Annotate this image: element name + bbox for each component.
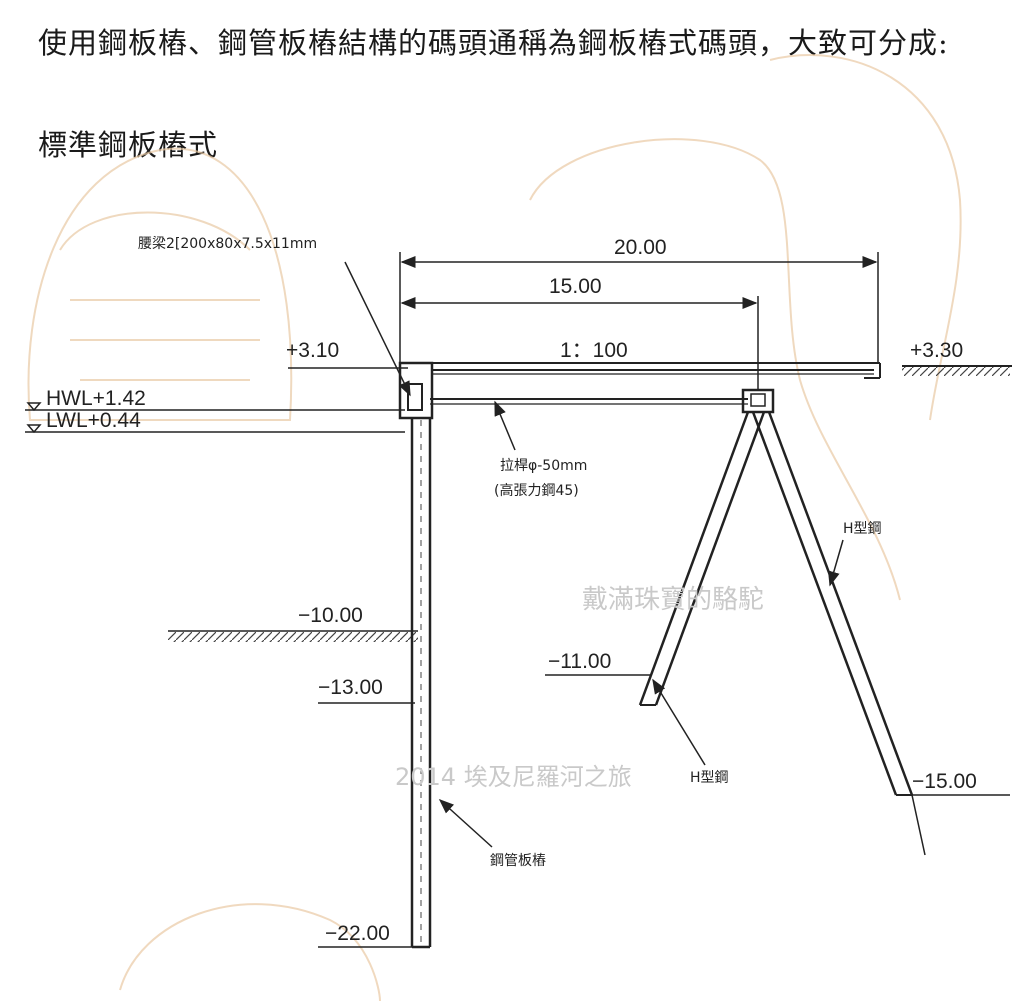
level-top-left: +3.10 (286, 339, 339, 362)
dim-slope: 1：100 (560, 339, 628, 362)
dim-span-anchor: 15.00 (549, 275, 602, 298)
label-h-steel-upper: H型鋼 (843, 521, 882, 537)
label-waler: 腰梁2[200x80x7.5x11mm (138, 236, 317, 252)
watermark-caption: 戴滿珠寶的駱駝 (582, 585, 764, 615)
steel-pipe-sheet-pile (398, 361, 434, 949)
level-hpile-toe: −15.00 (912, 770, 977, 793)
intro-text: 使用鋼板樁、鋼管板樁結構的碼頭通稱為鋼板樁式碼頭，大致可分成: (38, 26, 949, 60)
dimension-lines (399, 252, 879, 390)
hwl-marker (26, 402, 42, 412)
label-tie-rod: 拉桿φ-50mm (500, 458, 587, 474)
label-steel-pipe-sheet-pile: 鋼管板樁 (490, 852, 546, 869)
leader-lines (344, 261, 844, 848)
level-seabed: −10.00 (298, 604, 363, 627)
level-hwl: HWL+1.42 (46, 387, 146, 410)
tie-rod (430, 398, 748, 405)
deck-slab (400, 362, 881, 379)
level-pile-toe: −22.00 (325, 922, 390, 945)
lwl-marker (26, 424, 42, 434)
anchor-h-piles (638, 388, 926, 856)
ground-hatch-right (902, 366, 1010, 376)
level-top-right: +3.30 (910, 339, 963, 362)
watermark-sketch (27, 54, 962, 1001)
label-h-steel-lower: H型鋼 (690, 770, 729, 786)
section-title: 標準鋼板樁式 (38, 128, 219, 162)
level-anchor-toe: −11.00 (548, 650, 611, 673)
level-minus-13: −13.00 (318, 676, 383, 699)
level-lwl: LWL+0.44 (46, 409, 141, 432)
dim-span-total: 20.00 (614, 236, 667, 259)
watermark-trip: 2014 埃及尼羅河之旅 (395, 763, 632, 791)
label-tie-rod-material: (高張力鋼45) (494, 482, 579, 499)
seabed-hatch-left (168, 632, 418, 642)
